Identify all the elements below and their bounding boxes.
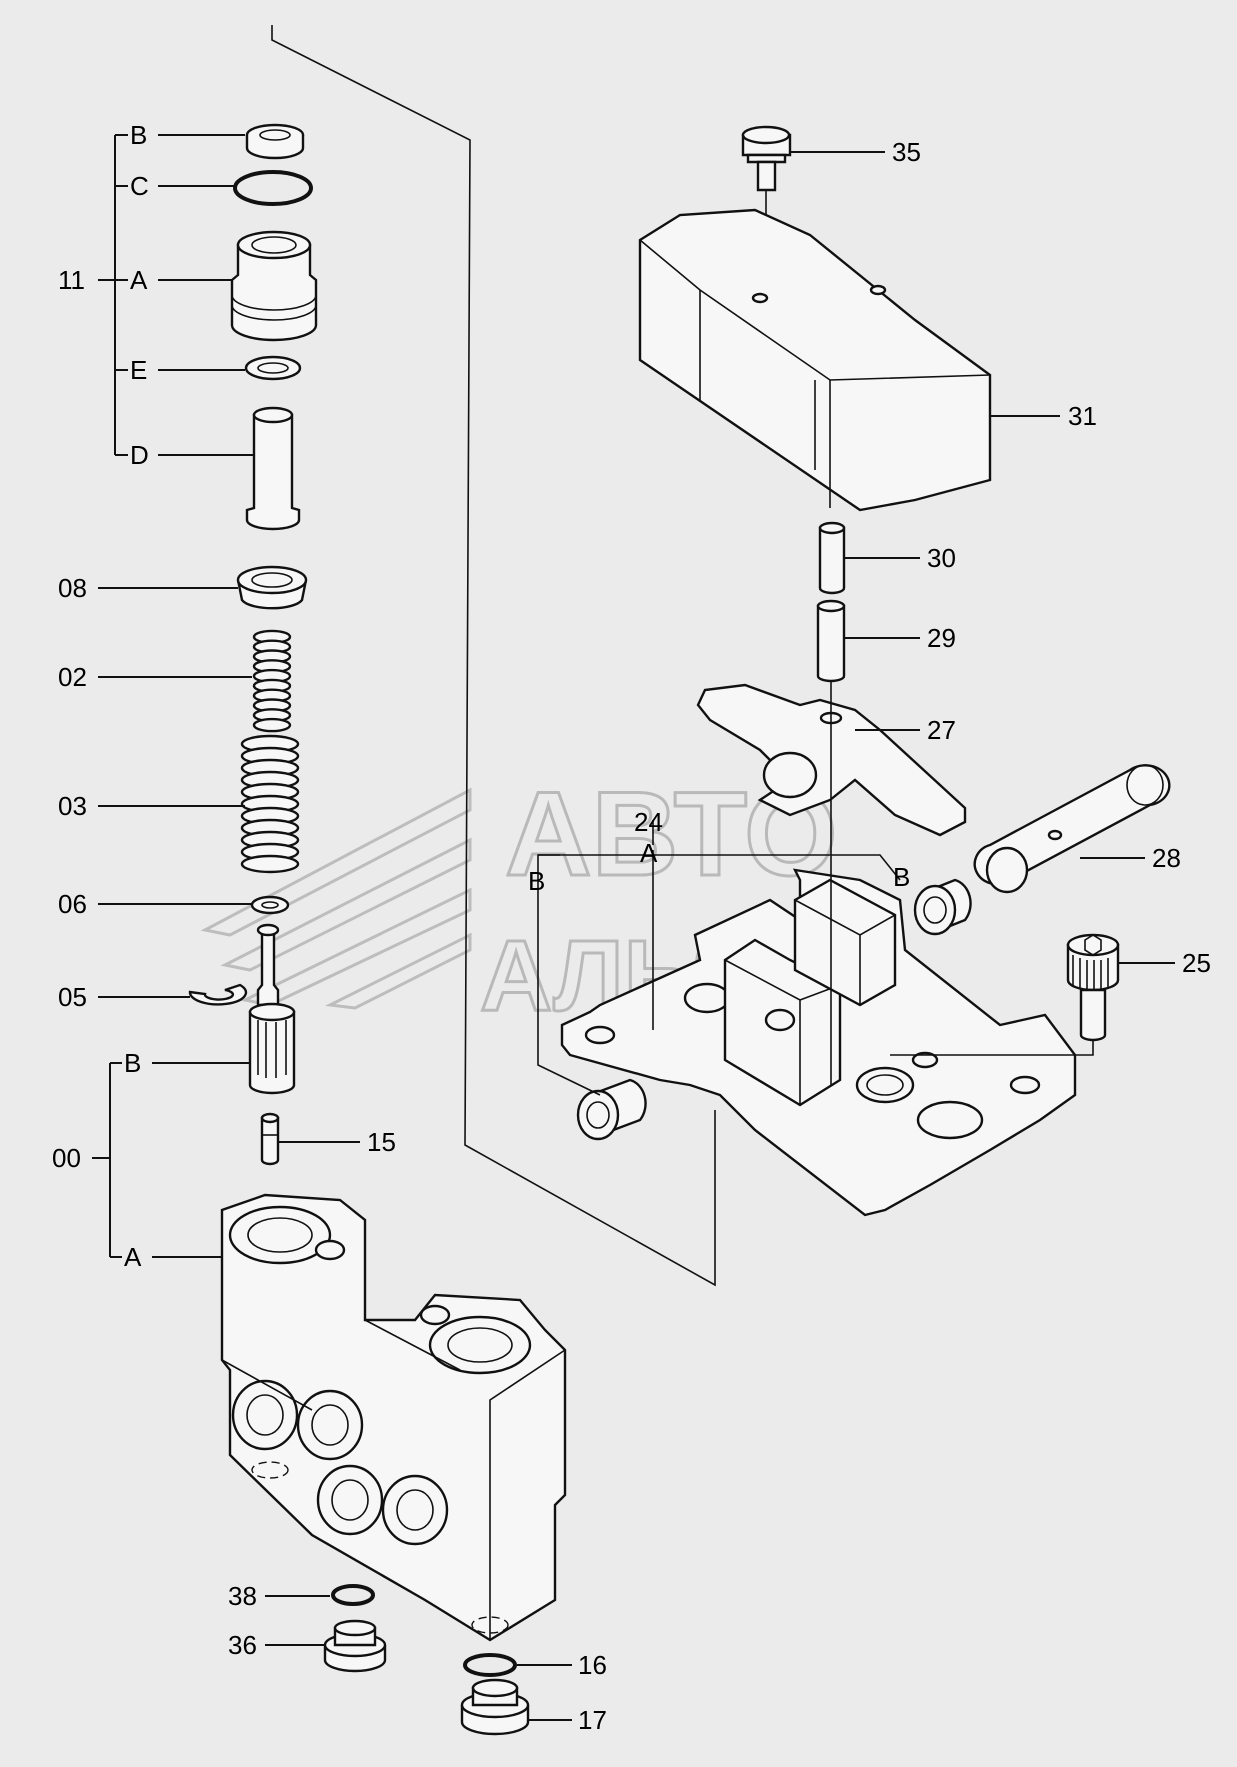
label-27: 27 (927, 715, 956, 745)
label-11e: E (130, 355, 147, 385)
label-25: 25 (1182, 948, 1211, 978)
label-02: 02 (58, 662, 87, 692)
label-11: 11 (58, 265, 85, 295)
label-11d: D (130, 440, 149, 470)
label-24: 24 (634, 807, 663, 837)
label-24b-left: B (528, 866, 545, 896)
part-11d-plunger (245, 406, 301, 531)
part-30-pin (818, 521, 846, 595)
part-24-bushing (576, 878, 972, 1141)
label-35: 35 (892, 137, 921, 167)
watermark-emblem (200, 787, 472, 1010)
label-06: 06 (58, 889, 87, 919)
part-05-clip (188, 983, 248, 1006)
label-31: 31 (1068, 401, 1097, 431)
label-05: 05 (58, 982, 87, 1012)
label-11c: C (130, 171, 149, 201)
label-36: 36 (228, 1630, 257, 1660)
part-03-outer-spring (240, 734, 300, 874)
part-38-o-ring (331, 1584, 375, 1606)
label-15: 15 (367, 1127, 396, 1157)
label-00b: B (124, 1048, 141, 1078)
label-29: 29 (927, 623, 956, 653)
label-24b-right: B (893, 862, 910, 892)
label-11b: B (130, 120, 147, 150)
label-28: 28 (1152, 843, 1181, 873)
label-00: 00 (52, 1143, 81, 1173)
part-17-plug (460, 1678, 530, 1736)
label-30: 30 (927, 543, 956, 573)
label-11a: A (130, 265, 148, 295)
part-31-cover (638, 208, 992, 512)
connector-24b-right-line (538, 854, 901, 881)
part-16-o-ring (463, 1653, 517, 1677)
label-24a: A (640, 838, 658, 868)
part-11e-ring (244, 355, 302, 381)
leader-lines (92, 134, 1175, 1721)
part-36-plug (323, 1619, 387, 1673)
label-16: 16 (578, 1650, 607, 1680)
part-02-inner-spring (252, 629, 292, 733)
spring-coil (252, 717, 292, 733)
label-03: 03 (58, 791, 87, 821)
label-17: 17 (578, 1705, 607, 1735)
label-08: 08 (58, 573, 87, 603)
part-labels: B C 11 A E D 08 02 03 06 05 B 00 A 15 38… (52, 120, 1211, 1735)
part-00a-valve-body (220, 1193, 567, 1642)
part-11a-sleeve (230, 230, 318, 342)
assembly-connector-line (271, 25, 716, 1287)
part-11b-ring (245, 123, 305, 160)
part-29-pin (816, 599, 846, 683)
part-35-bolt (741, 125, 792, 290)
label-00a: A (124, 1242, 142, 1272)
part-06-washer (250, 895, 290, 915)
spring-coil (240, 854, 300, 874)
part-25-socket-bolt (890, 933, 1120, 1056)
part-28-shaft (973, 764, 1171, 894)
part-08-spring-seat (236, 565, 308, 610)
part-00b-spool (248, 923, 296, 1095)
part-15-pin (260, 1112, 280, 1166)
label-38: 38 (228, 1581, 257, 1611)
part-24-base-plate (560, 868, 1077, 1217)
part-11c-o-ring (233, 170, 313, 206)
